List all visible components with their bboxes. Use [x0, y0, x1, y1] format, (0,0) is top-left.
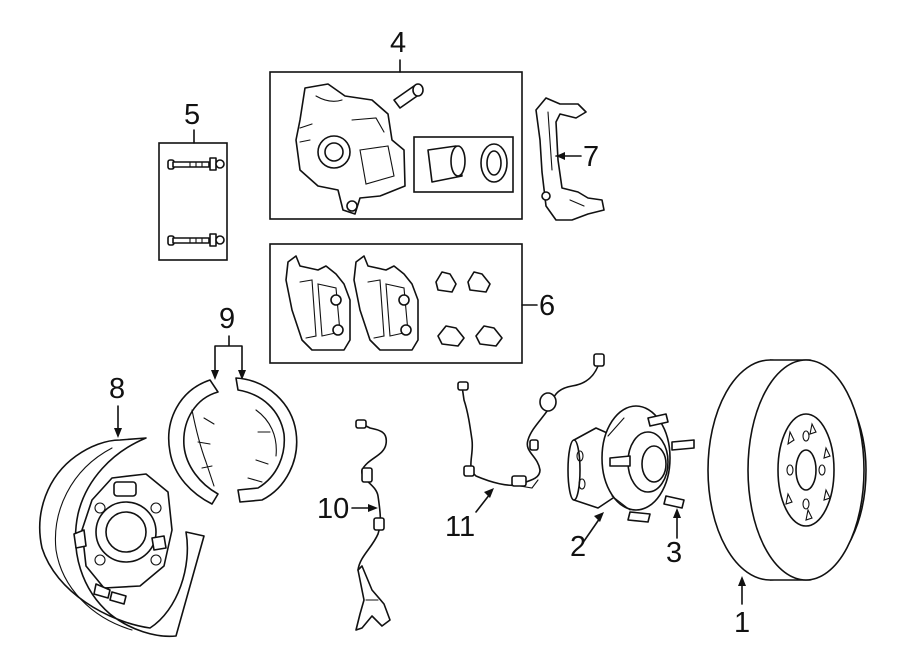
backing-plate-icon: [38, 437, 205, 638]
callout-3[interactable]: 3: [666, 537, 682, 569]
brake-pads-icon: [285, 255, 503, 351]
sensor-harness-icon: [457, 353, 605, 489]
callout-11[interactable]: 11: [445, 511, 475, 543]
callout-10[interactable]: 10: [317, 493, 349, 525]
hub-bearing-group: 2 3: [567, 405, 695, 569]
callout-9[interactable]: 9: [219, 303, 235, 335]
bolt-kit-frame: [158, 142, 228, 261]
hub-bearing-icon: [567, 405, 671, 511]
caliper-kit-frame: [269, 71, 523, 220]
caliper-assembly-group: 4: [269, 27, 523, 220]
abs-sensor-icon: [355, 419, 391, 631]
caliper-assembly-icon: [295, 83, 424, 215]
sensor-harness-group: 11: [445, 353, 605, 543]
backing-plate-group: 8: [38, 373, 205, 638]
parking-brake-shoes-group: 9: [168, 303, 298, 505]
wheel-stud-icon: [609, 413, 695, 523]
callout-8[interactable]: 8: [109, 373, 125, 405]
callout-7[interactable]: 7: [583, 141, 599, 173]
callout-5[interactable]: 5: [184, 99, 200, 131]
piston-seal-kit-frame: [413, 136, 514, 193]
caliper-bracket-icon: [535, 97, 605, 221]
piston-seal-icon: [427, 143, 508, 183]
parking-brake-shoes-icon: [168, 377, 298, 505]
brake-rotor-icon: [707, 359, 867, 581]
caliper-bracket-group: 7: [535, 97, 605, 221]
caliper-bolts-icon: [167, 157, 225, 247]
caliper-bolts-group: 5: [158, 99, 228, 261]
brake-pads-group: 6: [269, 243, 555, 364]
callout-2[interactable]: 2: [570, 531, 586, 563]
callout-4[interactable]: 4: [390, 27, 406, 59]
pad-kit-frame: [269, 243, 523, 364]
callout-1[interactable]: 1: [734, 607, 750, 639]
callout-6[interactable]: 6: [539, 290, 555, 322]
brake-rotor-group: 1: [707, 359, 867, 639]
abs-sensor-group: 10: [317, 419, 391, 631]
